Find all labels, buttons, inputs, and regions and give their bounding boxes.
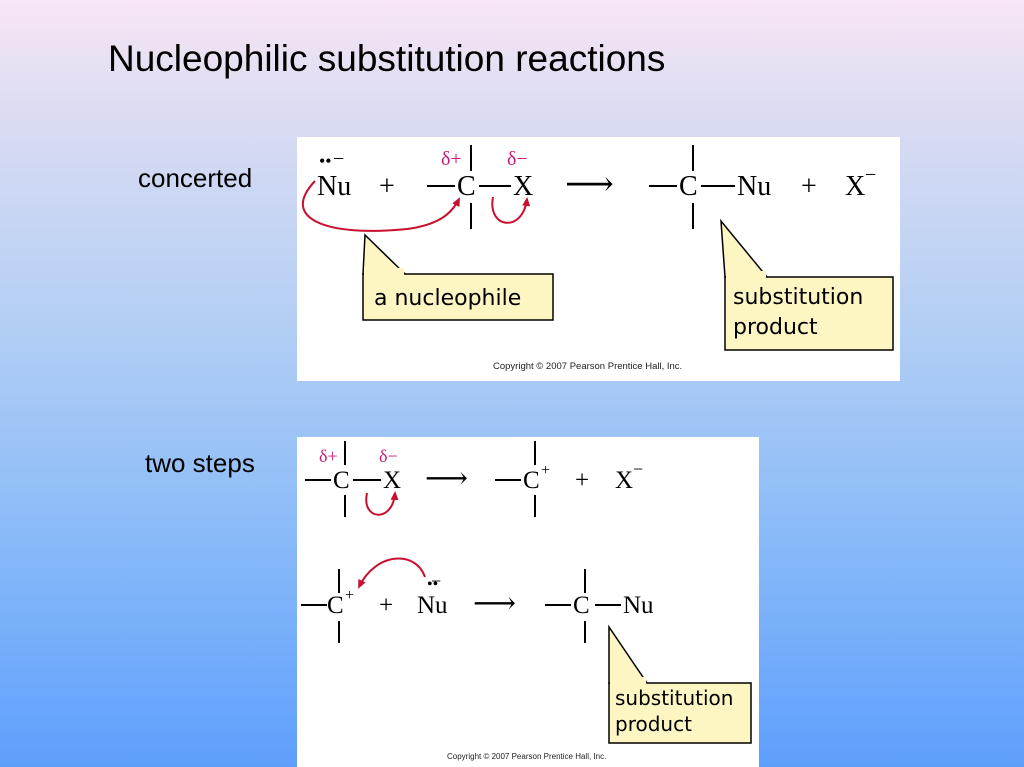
step1-x-ion: X bbox=[615, 467, 633, 494]
step2-callout-line1: substitution bbox=[615, 686, 733, 710]
concerted-label: concerted bbox=[138, 163, 253, 193]
step2-nu-charge: − bbox=[431, 571, 441, 591]
step1-plus: + bbox=[575, 467, 589, 494]
slide-title: Nucleophilic substitution reactions bbox=[108, 38, 666, 79]
step1-delta-plus: δ+ bbox=[319, 446, 338, 466]
nu-lone-pair: •• bbox=[319, 151, 332, 171]
product-callout-box bbox=[724, 276, 894, 351]
reaction-arrow: ⟶ bbox=[565, 166, 614, 203]
two-steps-svg: δ+ C δ− X ⟶ C + + X − C + + •• − Nu ⟶ bbox=[301, 441, 752, 761]
step2-cation-carbon: C bbox=[327, 592, 344, 619]
step1-leaving-group: X bbox=[383, 467, 401, 494]
delta-minus: δ− bbox=[507, 148, 528, 170]
step2-attack-arrow bbox=[358, 557, 426, 589]
step2-callout-pointer bbox=[608, 624, 649, 684]
two-steps-diagram: δ+ C δ− X ⟶ C + + X − C + + •• − Nu ⟶ bbox=[297, 437, 759, 767]
nucleophile-attack-arrow bbox=[301, 180, 460, 232]
step2-lone-pair: •• bbox=[427, 576, 438, 593]
step2-callout-join bbox=[610, 677, 646, 687]
step1-carbon: C bbox=[333, 467, 350, 494]
product-plus: + bbox=[801, 171, 817, 202]
two-steps-label: two steps bbox=[145, 448, 255, 478]
concerted-diagram: •• − Nu + δ+ C δ− X ⟶ C Nu + X − a nucle… bbox=[297, 137, 900, 381]
step2-reaction-arrow: ⟶ bbox=[473, 587, 516, 620]
leaving-group: X bbox=[513, 171, 533, 202]
plus-sign: + bbox=[379, 171, 395, 202]
cation-carbon: C bbox=[523, 467, 540, 494]
product-callout-line1: substitution bbox=[733, 285, 863, 310]
product-callout-pointer bbox=[720, 218, 769, 278]
step2-product-nu: Nu bbox=[623, 592, 654, 619]
concerted-svg: •• − Nu + δ+ C δ− X ⟶ C Nu + X − a nucle… bbox=[301, 145, 894, 372]
step2-callout-line2: product bbox=[615, 712, 692, 736]
step1-reaction-arrow: ⟶ bbox=[425, 462, 468, 495]
product-callout-join bbox=[726, 271, 766, 281]
product-x-charge: − bbox=[865, 164, 876, 186]
step1-delta-minus: δ− bbox=[379, 446, 398, 466]
nucleophile-callout-text: a nucleophile bbox=[374, 286, 521, 311]
copyright-text: Copyright © 2007 Pearson Prentice Hall, … bbox=[493, 361, 682, 372]
cation-charge: + bbox=[541, 462, 550, 479]
step2-product-carbon: C bbox=[573, 592, 590, 619]
delta-plus: δ+ bbox=[441, 148, 462, 170]
step2-plus: + bbox=[379, 592, 393, 619]
step2-nucleophile: Nu bbox=[417, 592, 448, 619]
nucleophile-callout-box bbox=[362, 273, 554, 321]
product-callout-line2: product bbox=[733, 315, 818, 340]
nucleophile-callout-join bbox=[364, 268, 404, 278]
product-x: X bbox=[845, 171, 865, 202]
carbon: C bbox=[457, 171, 476, 202]
nucleophile: Nu bbox=[317, 171, 351, 202]
product-carbon: C bbox=[679, 171, 698, 202]
nu-charge: − bbox=[333, 148, 344, 170]
step1-leaving-arrow bbox=[365, 491, 399, 516]
product-nu: Nu bbox=[737, 171, 771, 202]
step2-copyright-text: Copyright © 2007 Pearson Prentice Hall, … bbox=[447, 752, 606, 761]
leaving-group-arrow bbox=[491, 196, 531, 224]
step2-cation-charge: + bbox=[345, 587, 354, 604]
step2-callout-box bbox=[608, 682, 752, 744]
step1-x-charge: − bbox=[633, 459, 643, 479]
